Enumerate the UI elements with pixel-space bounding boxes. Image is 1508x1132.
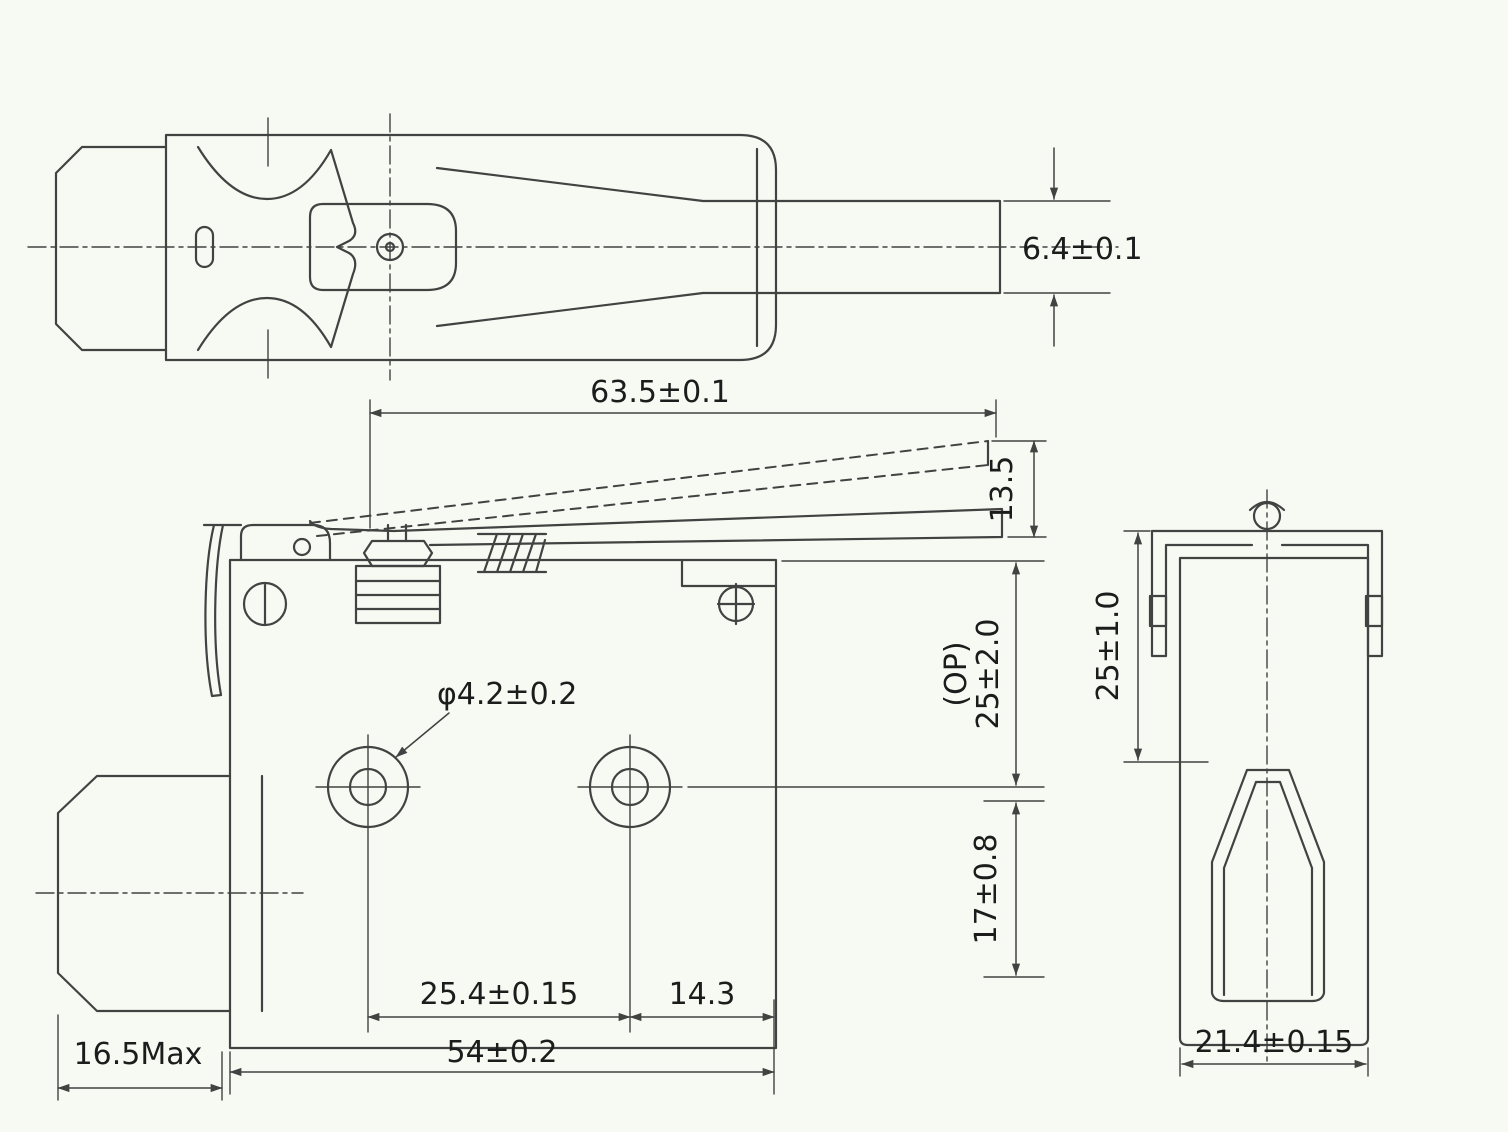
lever-released-position [309, 440, 989, 537]
dim-lever-length-extensions [369, 399, 997, 529]
roller-pin-center [384, 241, 396, 253]
dim-boot-width-label: 16.5Max [74, 1037, 203, 1072]
roller-pin [375, 232, 405, 262]
dim-side-height-extensions [1123, 530, 1209, 763]
dim-body-width-label: 54±0.2 [446, 1035, 557, 1070]
top-view [27, 113, 1119, 381]
lever-pin-cap [1248, 500, 1286, 512]
left-screw [242, 581, 288, 627]
dim-hole-edge-label: 14.3 [669, 977, 736, 1012]
hinge-pivot [292, 537, 312, 557]
dim-hole-pitch-label: 25.4±0.15 [420, 977, 579, 1012]
hinge-bracket-top-view [196, 145, 357, 352]
dim-lever-thickness: 6.4±0.1 [1003, 147, 1143, 347]
switch-body-side-view [1178, 556, 1370, 1047]
bracket-right-hole [1364, 594, 1384, 628]
dim-body-width: 54±0.2 [229, 1035, 775, 1095]
right-screw-cross [716, 582, 756, 626]
dim-side-height-label: 25±1.0 [1091, 590, 1126, 701]
plunger-slot [194, 225, 215, 269]
mounting-hole-centerlines [315, 734, 683, 1033]
plunger-guide-lines [354, 579, 442, 611]
bracket-left-hole [1148, 594, 1168, 628]
dim-lever-free-height-label: 13.5 [985, 456, 1020, 523]
dim-lever-length: 63.5±0.1 [369, 375, 997, 529]
dim-hole-diameter: φ4.2±0.2 [395, 677, 577, 758]
dim-mount-height: 17±0.8 [969, 800, 1045, 978]
boot-side-view [1210, 768, 1326, 1003]
dim-side-width: 21.4±0.15 [1179, 1025, 1369, 1077]
dim-hole-diameter-leader [395, 712, 450, 758]
side-view [1148, 489, 1384, 1067]
dim-lever-length-label: 63.5±0.1 [590, 375, 730, 410]
dim-mount-height-extensions [983, 800, 1045, 978]
dim-lever-free-height: 13.5 [985, 440, 1047, 538]
switch-body-top-view [164, 133, 778, 362]
dim-side-width-extensions [1179, 1047, 1369, 1077]
dim-operating-position-extensions [687, 560, 1045, 788]
dim-lever-thickness-label: 6.4±0.1 [1022, 232, 1143, 267]
lever-top-view [435, 166, 1002, 328]
lever-front-view [308, 507, 1004, 547]
dim-operating-position: (OP) 25±2.0 [687, 560, 1045, 788]
front-view [35, 439, 1004, 1050]
hinge-bracket-front-view [239, 523, 332, 562]
dim-hole-edge-offset: 14.3 [629, 977, 775, 1095]
dim-hole-pitch: 25.4±0.15 [367, 977, 631, 1022]
dim-op-prefix-label: (OP) [939, 641, 974, 706]
switch-body-front-view [228, 558, 778, 1050]
dim-op-value-label: 25±2.0 [971, 618, 1006, 729]
coil-spring [476, 532, 548, 574]
leaf-spring [202, 523, 243, 698]
dim-side-width-label: 21.4±0.15 [1195, 1025, 1354, 1060]
dim-lever-thickness-extensions [1003, 200, 1111, 294]
dim-boot-width: 16.5Max [57, 1014, 223, 1101]
dim-hole-diameter-label: φ4.2±0.2 [437, 677, 577, 712]
dim-mount-height-label: 17±0.8 [969, 833, 1004, 944]
lever-fork-top-view [308, 202, 458, 292]
dim-side-height: 25±1.0 [1091, 530, 1209, 763]
mounting-holes [315, 734, 683, 1033]
plunger-boot-top-view [54, 145, 168, 352]
